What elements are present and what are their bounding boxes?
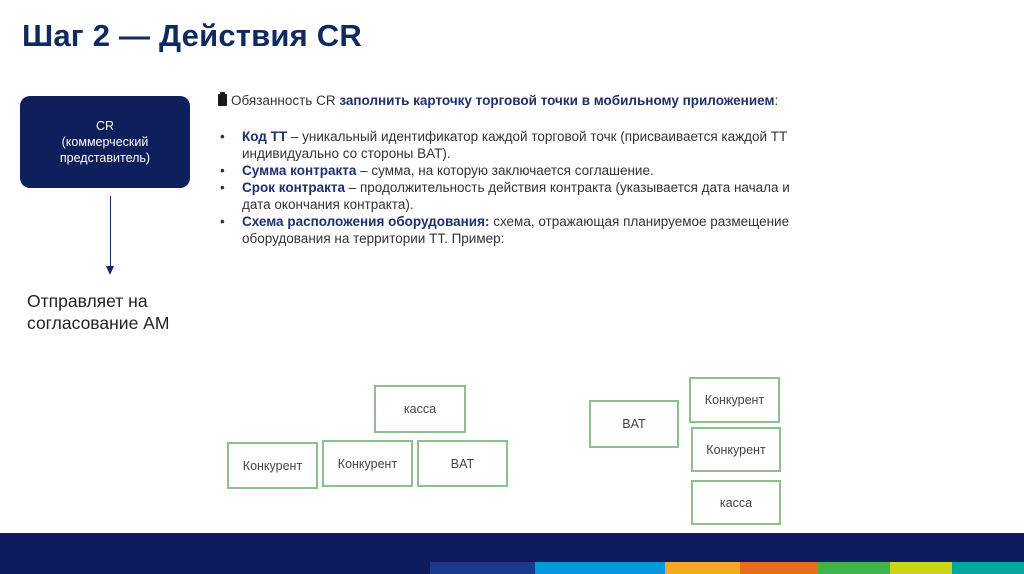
sends-to-am-text: Отправляет на согласование АМ (27, 291, 170, 333)
intro-plain: Обязанность CR (231, 93, 340, 108)
footer-stripe (952, 562, 1024, 574)
page-title: Шаг 2 — Действия CR (22, 18, 362, 53)
example1-bat-box: BAT (417, 440, 508, 487)
cr-box-line-2: (коммерческий (61, 135, 149, 149)
requirements-list: • Код ТТ – уникальный идентификатор каждо… (218, 128, 798, 247)
example2-konkurent-box-1: Конкурент (689, 377, 780, 423)
list-item: • Код ТТ – уникальный идентификатор каждо… (218, 128, 798, 162)
list-item: • Сумма контракта – сумма, на которую зак… (218, 162, 798, 179)
item-bold: Сумма контракта (242, 163, 357, 178)
responsibility-intro: Обязанность CR заполнить карточку торгов… (218, 92, 798, 109)
example1-konkurent-box-1: Конкурент (227, 442, 318, 489)
bullet: • (220, 180, 225, 195)
footer-stripe (665, 562, 740, 574)
bullet: • (220, 214, 225, 229)
list-item: • Срок контракта – продолжительность дейс… (218, 179, 798, 213)
footer-stripe (430, 562, 535, 574)
list-item: • Схема расположения оборудования: схема,… (218, 213, 798, 247)
item-bold: Схема расположения оборудования: (242, 214, 490, 229)
example2-kassa-box: касса (691, 480, 781, 525)
item-text: – продолжительность действия контракта (… (242, 180, 790, 212)
arrow-down-icon (106, 266, 114, 275)
item-bold: Срок контракта (242, 180, 345, 195)
intro-bold: заполнить карточку торговой точки в моби… (339, 93, 775, 108)
responsibility-description: Обязанность CR заполнить карточку торгов… (218, 92, 798, 247)
footer-stripe (818, 562, 890, 574)
item-text: схема, отражающая планируемое размещение… (242, 214, 790, 246)
item-bold: Код ТТ (242, 129, 288, 144)
example1-konkurent-box-2: Конкурент (322, 440, 413, 487)
cr-box-line-3: представитель) (59, 151, 151, 165)
flow-arrow-line (110, 196, 111, 268)
footer-stripe (535, 562, 665, 574)
cr-role-box: CR (коммерческий представитель) (20, 96, 190, 188)
item-text: – уникальный идентификатор каждой торгов… (242, 129, 788, 161)
footer-stripe (890, 562, 952, 574)
example2-bat-box: BAT (589, 400, 679, 448)
bullet: • (220, 163, 225, 178)
clipboard-icon (218, 92, 227, 106)
cr-box-line-1: CR (95, 119, 115, 133)
example1-kassa-box: касса (374, 385, 466, 433)
intro-end: : (774, 93, 779, 108)
footer-stripe (740, 562, 818, 574)
item-text: – сумма, на которую заключается соглашен… (356, 163, 654, 178)
bullet: • (220, 129, 225, 144)
example2-konkurent-box-2: Конкурент (691, 427, 781, 472)
